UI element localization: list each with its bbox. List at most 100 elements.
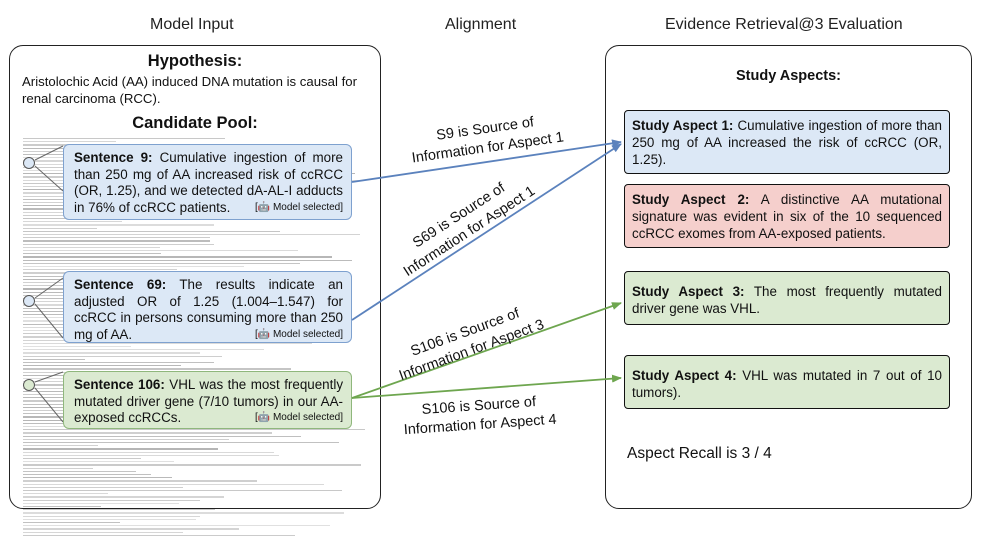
robot-icon: 🤖	[257, 412, 271, 423]
document-text-line	[23, 518, 197, 520]
document-text-line	[23, 349, 264, 351]
alignment-arrows	[351, 139, 622, 399]
document-text-line	[23, 358, 86, 360]
document-text-line	[23, 454, 280, 456]
study-aspect-1-text: Cumulative ingestion of more than 250 mg…	[632, 118, 943, 167]
document-text-line	[23, 429, 366, 431]
document-text-line	[23, 365, 181, 367]
document-text-line	[23, 461, 175, 463]
robot-icon: 🤖	[257, 328, 271, 340]
document-text-line	[23, 490, 343, 492]
document-text-line	[23, 499, 200, 501]
connector-lines	[34, 145, 64, 423]
study-aspect-3-text: The most frequently mutated driver gene …	[632, 284, 943, 316]
robot-icon: 🤖	[257, 201, 271, 213]
document-text-line	[23, 138, 226, 140]
study-aspect-4[interactable]: Study Aspect 4: VHL was mutated in 7 out…	[624, 355, 950, 409]
sentence-9-label: Sentence 9:	[74, 150, 153, 165]
header-evaluation: Evidence Retrieval@3 Evaluation	[665, 16, 903, 33]
document-text-line	[23, 304, 91, 306]
study-aspect-2[interactable]: Study Aspect 2: A distinctive AA mutatio…	[624, 184, 950, 248]
sentence-106-marker	[23, 379, 35, 391]
candidate-pool-title: Candidate Pool:	[132, 114, 258, 132]
study-aspect-2-text: A distinctive AA mutational signature wa…	[632, 192, 943, 241]
study-aspects-title: Study Aspects:	[735, 68, 841, 84]
document-text-line	[23, 368, 291, 370]
sentence-106-text: VHL was the most frequently mutated driv…	[74, 377, 344, 425]
document-text-line	[23, 346, 131, 348]
document-text-line	[23, 432, 273, 434]
hypothesis-title: Hypothesis:	[147, 52, 243, 70]
header-alignment: Alignment	[445, 16, 517, 33]
document-text-line	[23, 384, 92, 386]
sentence-106-model-tag: [🤖 Model selected]	[255, 410, 343, 427]
document-text-line	[23, 221, 123, 223]
study-aspect-4-label: Study Aspect 4:	[632, 368, 737, 383]
sentence-106-label: Sentence 106:	[74, 377, 165, 392]
study-aspect-4-text: VHL was mutated in 7 out of 10 tumors).	[632, 368, 942, 400]
header-model-input: Model Input	[150, 16, 234, 33]
document-text-line	[23, 496, 224, 498]
study-aspect-3-label: Study Aspect 3:	[632, 284, 745, 299]
document-text-line	[23, 237, 211, 239]
document-text-line	[23, 227, 97, 229]
document-text-line	[23, 250, 299, 252]
study-aspect-3[interactable]: Study Aspect 3: The most frequently muta…	[624, 271, 950, 325]
evaluation-panel: Study Aspects: Study Aspect 1: Cumulativ…	[605, 45, 972, 509]
document-text-line	[23, 230, 281, 232]
document-text-line	[23, 445, 98, 447]
document-text-line	[23, 266, 244, 268]
document-text-line	[23, 502, 179, 504]
document-text-line	[23, 483, 324, 485]
arrow-s106-to-aspect3	[351, 302, 622, 399]
sentence-69-box[interactable]: Sentence 69: The results indicate an adj…	[63, 271, 352, 343]
sentence-106-box[interactable]: Sentence 106: VHL was the most frequentl…	[63, 371, 352, 429]
sentence-9-box[interactable]: Sentence 9: Cumulative ingestion of more…	[63, 144, 352, 220]
document-text-line	[23, 528, 239, 530]
document-text-line	[23, 141, 117, 143]
document-text-line	[23, 282, 86, 284]
document-text-line	[23, 224, 214, 226]
document-text-line	[23, 477, 172, 479]
document-text-line	[23, 515, 201, 517]
sentence-9-text: Cumulative ingestion of more than 250 mg…	[74, 150, 344, 215]
sentence-69-model-tag: [🤖 Model selected]	[255, 327, 343, 344]
document-text-line	[23, 522, 120, 524]
document-text-line	[23, 246, 160, 248]
study-aspect-1-label: Study Aspect 1:	[632, 118, 734, 133]
sentence-69-text: The results indicate an adjusted OR of 1…	[74, 277, 343, 342]
study-aspect-1[interactable]: Study Aspect 1: Cumulative ingestion of …	[624, 110, 950, 174]
document-text-line	[23, 352, 200, 354]
document-text-line	[23, 256, 332, 258]
document-text-line	[23, 262, 300, 264]
document-text-line	[23, 531, 184, 533]
document-text-line	[23, 435, 301, 437]
document-text-line	[23, 467, 94, 469]
document-text-line	[23, 253, 162, 255]
hypothesis-text: Aristolochic Acid (AA) induced DNA mutat…	[22, 74, 357, 106]
sentence-9-model-tag: [🤖 Model selected]	[255, 200, 343, 217]
sentence-9-marker	[23, 157, 35, 169]
aspect-recall: Aspect Recall is 3 / 4	[627, 445, 772, 462]
arrow-s9-to-aspect1	[351, 139, 622, 183]
document-text-line	[23, 486, 183, 488]
document-text-line	[23, 458, 142, 460]
sentence-69-label: Sentence 69:	[74, 277, 167, 292]
document-text-line	[23, 438, 229, 440]
document-text-line	[23, 243, 214, 245]
document-text-line	[23, 342, 313, 344]
document-text-line	[23, 480, 257, 482]
model-input-panel: Hypothesis: Aristolochic Acid (AA) induc…	[9, 45, 381, 536]
document-text-line	[23, 512, 345, 514]
document-text-line	[23, 240, 211, 242]
document-text-line	[23, 355, 222, 357]
document-text-line	[23, 509, 216, 511]
document-text-line	[23, 442, 339, 444]
sentence-69-marker	[23, 295, 35, 307]
document-text-line	[23, 269, 177, 271]
document-text-line	[23, 259, 352, 261]
arrow-s106-to-aspect4	[351, 374, 622, 399]
arrow-s69-to-aspect1	[351, 143, 622, 321]
document-text-line	[23, 448, 219, 450]
document-text-line	[23, 362, 214, 364]
